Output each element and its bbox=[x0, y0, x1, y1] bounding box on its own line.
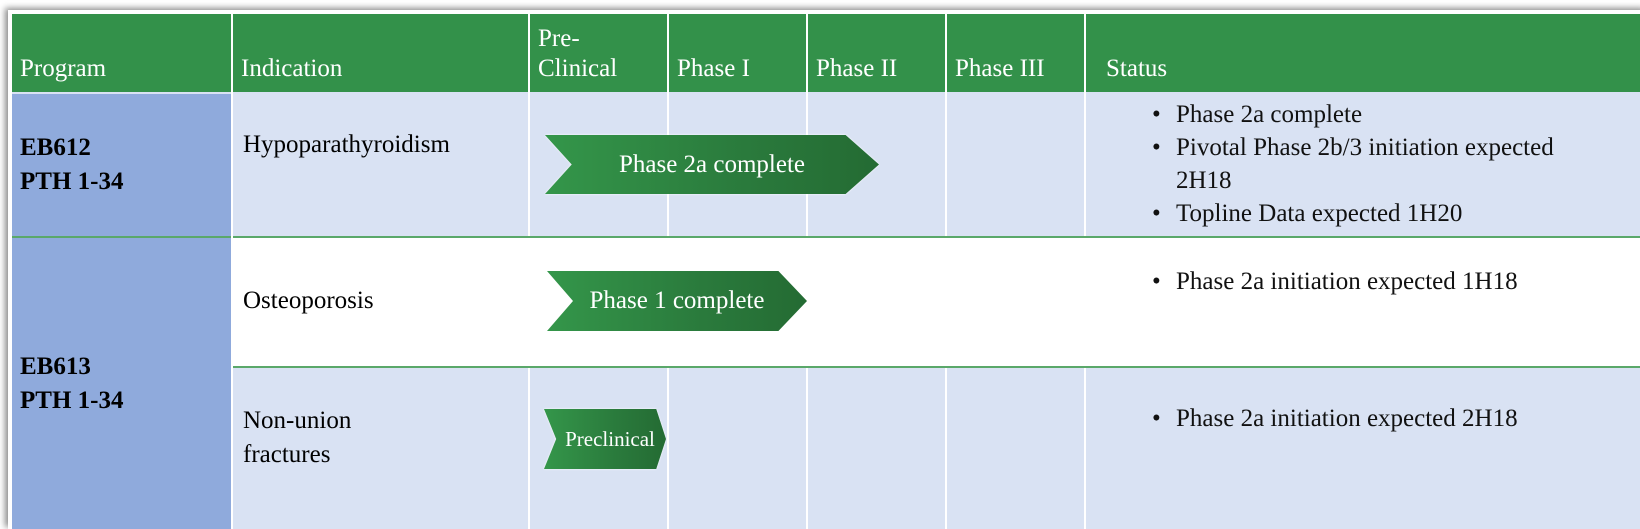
column-divider bbox=[528, 14, 530, 236]
column-divider bbox=[231, 14, 233, 529]
stage-arrow-phase-2a: Phase 2a complete bbox=[545, 135, 879, 194]
column-divider bbox=[806, 14, 808, 236]
column-divider bbox=[667, 14, 669, 236]
table-row-osteoporosis bbox=[233, 238, 1640, 366]
status-item: Phase 2a initiation expected 2H18 bbox=[1152, 402, 1532, 435]
column-divider bbox=[945, 14, 947, 236]
status-item: Phase 2a initiation expected 1H18 bbox=[1152, 265, 1532, 298]
status-item: Phase 2a complete bbox=[1152, 98, 1572, 131]
program-name: EB612 bbox=[20, 134, 91, 161]
row-divider bbox=[233, 366, 1640, 368]
status-eb613-osteoporosis: Phase 2a initiation expected 1H18 bbox=[1152, 265, 1532, 298]
table-header: Program Indication Pre- Clinical Phase I… bbox=[12, 14, 1640, 92]
status-eb613-non-union: Phase 2a initiation expected 2H18 bbox=[1152, 402, 1532, 435]
program-molecule: PTH 1-34 bbox=[20, 168, 124, 195]
program-molecule: PTH 1-34 bbox=[20, 386, 124, 414]
program-cell-eb612: EB612 PTH 1-34 bbox=[12, 94, 231, 236]
column-divider bbox=[528, 368, 530, 529]
stage-label: Phase 1 complete bbox=[589, 287, 765, 314]
stage-label: Phase 2a complete bbox=[618, 150, 806, 178]
header-indication: Indication bbox=[241, 55, 343, 82]
stage-arrow-preclinical: Preclinical bbox=[544, 409, 666, 469]
indication-hypoparathyroidism: Hypoparathyroidism bbox=[243, 131, 450, 158]
status-item: Topline Data expected 1H20 bbox=[1152, 197, 1572, 230]
indication-non-union-fractures: Non-union fractures bbox=[243, 407, 352, 468]
row-divider bbox=[233, 236, 1640, 238]
column-divider bbox=[1084, 368, 1086, 529]
header-phase-2: Phase II bbox=[816, 55, 898, 82]
program-name: EB613 bbox=[20, 352, 91, 380]
column-divider bbox=[667, 368, 669, 529]
column-divider bbox=[945, 368, 947, 529]
header-phase-3: Phase III bbox=[955, 55, 1045, 82]
header-program: Program bbox=[20, 55, 107, 82]
program-divider bbox=[12, 236, 231, 238]
status-eb612-hypoparathyroidism: Phase 2a complete Pivotal Phase 2b/3 ini… bbox=[1152, 98, 1572, 230]
stage-label: Preclinical bbox=[565, 426, 655, 451]
program-cell-eb613: EB613 PTH 1-34 bbox=[12, 238, 231, 529]
table-row-non-union-fractures bbox=[233, 368, 1640, 529]
column-divider bbox=[1084, 14, 1086, 236]
status-item: Pivotal Phase 2b/3 initiation expected 2… bbox=[1152, 131, 1572, 197]
header-status: Status bbox=[1106, 55, 1168, 82]
header-phase-1: Phase I bbox=[677, 55, 750, 82]
indication-osteoporosis: Osteoporosis bbox=[243, 287, 374, 314]
column-divider bbox=[806, 368, 808, 529]
stage-arrow-phase-1: Phase 1 complete bbox=[547, 271, 807, 331]
pipeline-table: Program Indication Pre- Clinical Phase I… bbox=[12, 14, 1640, 529]
header-preclinical: Pre- Clinical bbox=[538, 25, 618, 82]
